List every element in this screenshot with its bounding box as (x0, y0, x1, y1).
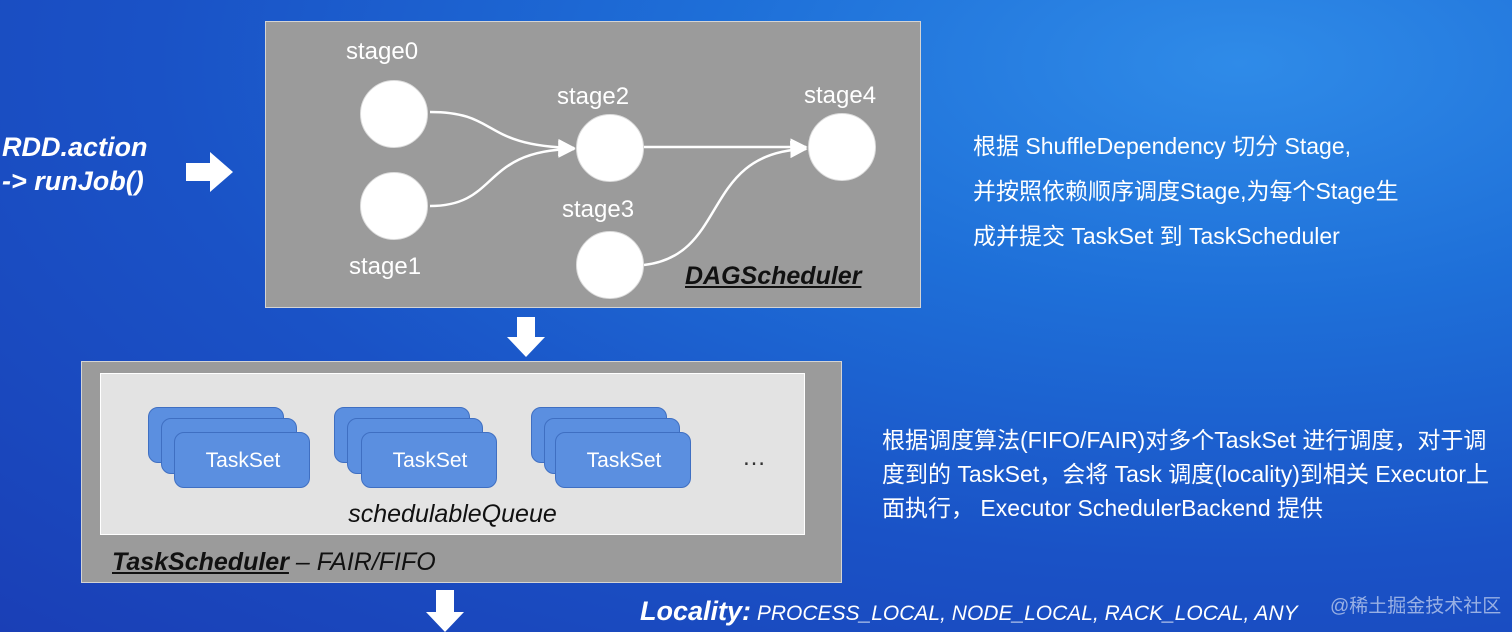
task-scheduler-note: 根据调度算法(FIFO/FAIR)对多个TaskSet 进行调度，对于调度到的 … (882, 427, 1490, 521)
dag-note-line: 根据 ShuffleDependency 切分 Stage, (973, 133, 1352, 159)
stage-label-3: stage3 (562, 196, 635, 223)
stage-label-0: stage0 (346, 38, 419, 65)
action-caption-line1: RDD.action (2, 132, 148, 162)
more-tasksets-ellipsis: … (742, 444, 766, 471)
schedulable-queue-label: schedulableQueue (348, 500, 557, 528)
dag-note-line: 成并提交 TaskSet 到 TaskScheduler (973, 223, 1340, 249)
stage-label-4: stage4 (804, 82, 877, 109)
taskset-card-2: TaskSet (361, 432, 497, 488)
dag-note: 根据 ShuffleDependency 切分 Stage, 并按照依赖顺序调度… (973, 124, 1399, 259)
stage-node-1 (360, 172, 428, 240)
action-caption-line2: -> runJob() (2, 166, 144, 196)
action-caption: RDD.action -> runJob() (2, 130, 148, 198)
stage-label-1: stage1 (349, 253, 422, 280)
taskset-card-1: TaskSet (174, 432, 310, 488)
taskset-card-3: TaskSet (555, 432, 691, 488)
taskset-label-1: TaskSet (205, 449, 281, 472)
locality-values: PROCESS_LOCAL, NODE_LOCAL, RACK_LOCAL, A… (751, 602, 1298, 625)
dag-scheduler-title: DAGScheduler (685, 262, 862, 290)
watermark: @稀土掘金技术社区 (1330, 596, 1502, 617)
task-scheduler-title: TaskScheduler – FAIR/FIFO (112, 548, 436, 577)
task-scheduler-mode: – FAIR/FIFO (288, 548, 436, 576)
down-arrow-icon (426, 590, 464, 632)
dag-note-line: 并按照依赖顺序调度Stage,为每个Stage生 (973, 178, 1399, 204)
task-scheduler-name: TaskScheduler (112, 548, 289, 576)
locality-line: Locality: PROCESS_LOCAL, NODE_LOCAL, RAC… (640, 596, 1298, 627)
down-arrow-icon (507, 317, 545, 357)
stage-node-0 (360, 80, 428, 148)
right-arrow-icon (186, 152, 233, 192)
taskset-label-2: TaskSet (392, 449, 468, 472)
edge-stage0-stage2 (429, 110, 576, 157)
stage-node-4 (808, 113, 876, 181)
stage-node-2 (576, 114, 644, 182)
edge-stage1-stage2 (429, 140, 576, 208)
edge-stage3-stage4 (643, 140, 808, 267)
locality-key: Locality: (640, 596, 752, 626)
taskset-label-3: TaskSet (586, 449, 662, 472)
stage-node-3 (576, 231, 644, 299)
stage-label-2: stage2 (557, 83, 630, 110)
